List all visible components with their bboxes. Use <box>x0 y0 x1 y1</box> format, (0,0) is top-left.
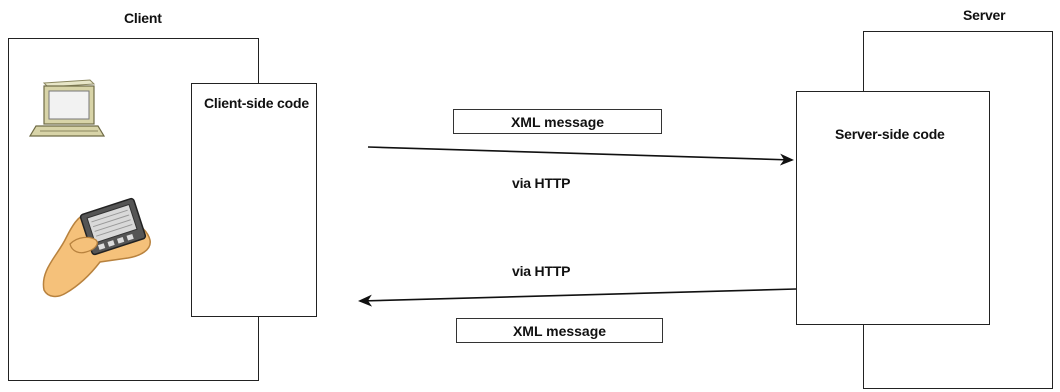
response-message-label: XML message <box>512 322 607 339</box>
client-side-code-label: Client-side code <box>204 95 309 111</box>
request-message-label: XML message <box>510 113 605 130</box>
response-transport-label: via HTTP <box>512 263 571 279</box>
response-arrow <box>358 288 797 307</box>
client-side-code-box: Client-side code <box>191 83 317 317</box>
request-arrow <box>367 146 794 166</box>
request-message-box: XML message <box>453 109 662 134</box>
client-title: Client <box>124 10 162 26</box>
server-side-code-box: Server-side code <box>796 91 990 325</box>
response-message-box: XML message <box>456 318 663 343</box>
server-side-code-label: Server-side code <box>835 126 945 142</box>
request-transport-label: via HTTP <box>512 175 571 191</box>
server-title: Server <box>963 7 1006 23</box>
